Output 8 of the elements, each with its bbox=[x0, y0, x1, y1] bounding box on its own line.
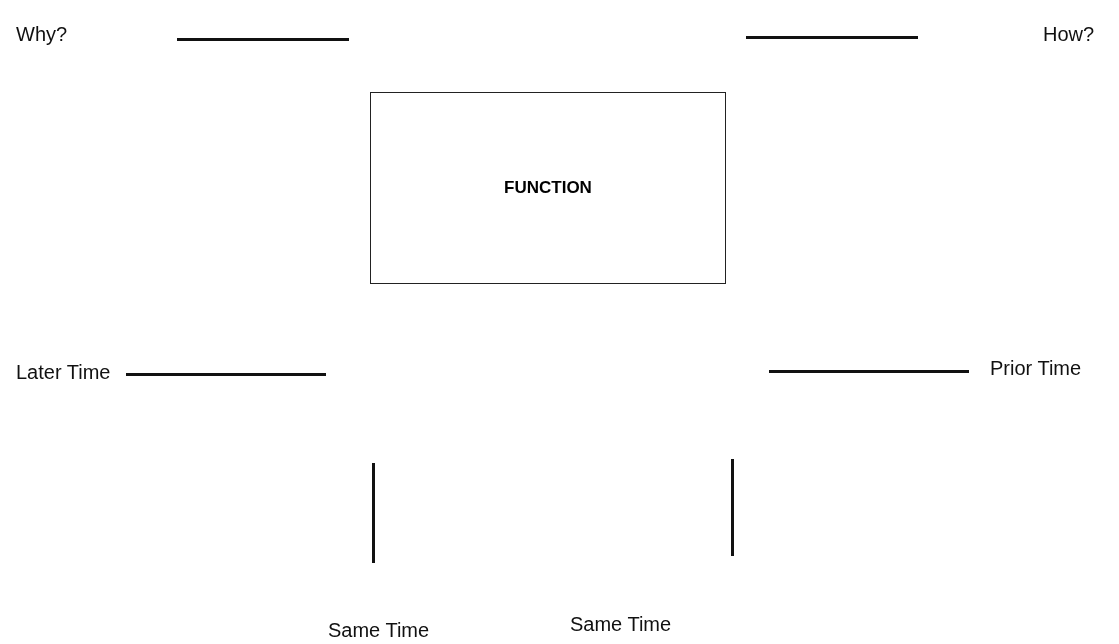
text-label: Prior Time bbox=[990, 356, 1082, 380]
text-label: Same Time bbox=[570, 612, 672, 636]
text-label: How? bbox=[1043, 22, 1095, 46]
text-label: Later Time bbox=[16, 360, 111, 384]
function-box bbox=[370, 92, 726, 284]
text-label: Same Time bbox=[328, 618, 430, 642]
text-label: Why? bbox=[16, 22, 68, 46]
function-label: FUNCTION bbox=[504, 178, 592, 198]
